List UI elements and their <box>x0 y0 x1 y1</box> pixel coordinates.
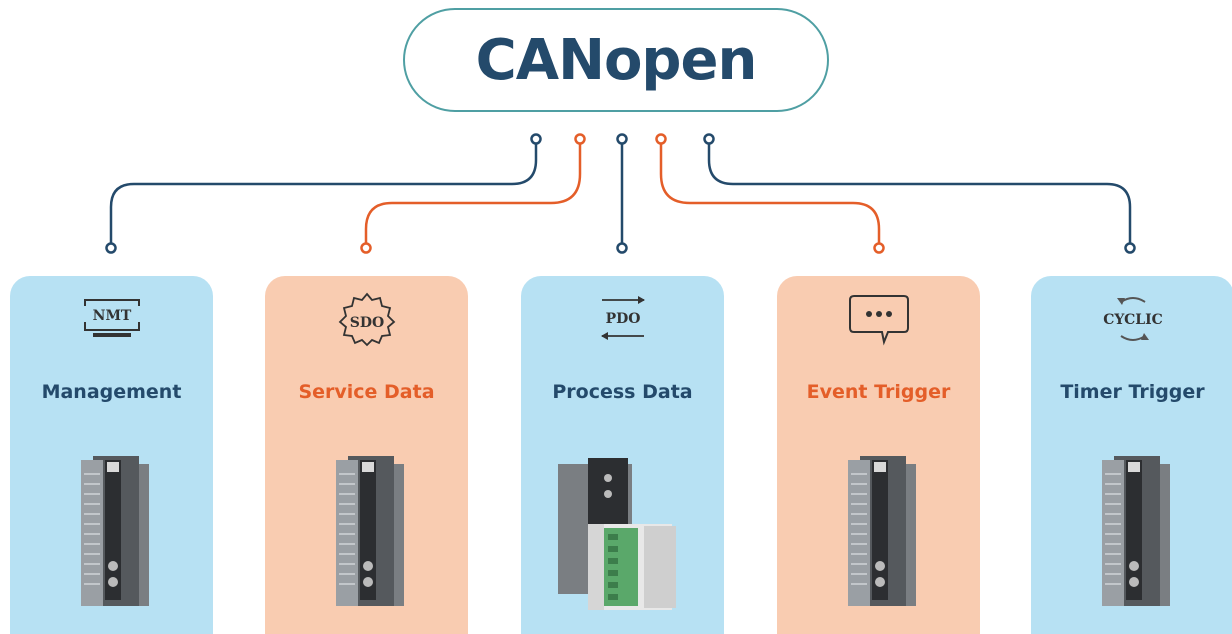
wire-event-trigger <box>659 142 881 244</box>
cyclic-icon: CYCLIC <box>1031 292 1232 348</box>
io-module-device-with-terminal <box>521 454 724 610</box>
svg-text:SDO: SDO <box>349 315 383 331</box>
io-module-device <box>265 454 468 610</box>
wire-service-data <box>364 142 582 244</box>
card-event-trigger: Event Trigger <box>777 276 980 634</box>
card-label: Timer Trigger <box>1060 381 1205 403</box>
nmt-monitor-icon: NMT <box>10 292 213 348</box>
card-label: Management <box>41 381 182 403</box>
svg-text:CYCLIC: CYCLIC <box>1103 312 1163 328</box>
canopen-title: CANopen <box>475 27 758 93</box>
io-module-device <box>10 454 213 610</box>
io-module-device <box>777 454 980 610</box>
chat-bubble-icon <box>777 292 980 348</box>
io-module-device <box>1031 454 1232 610</box>
wire-management <box>109 142 538 244</box>
card-label: Service Data <box>298 381 435 403</box>
card-management: NMT Management <box>10 276 213 634</box>
card-service-data: SDO Service Data <box>265 276 468 634</box>
svg-text:NMT: NMT <box>92 308 131 324</box>
card-label: Process Data <box>552 381 693 403</box>
card-label: Event Trigger <box>806 381 951 403</box>
sdo-gear-icon: SDO <box>265 292 468 348</box>
card-timer-trigger: CYCLIC Timer Trigger <box>1031 276 1232 634</box>
canopen-title-pill: CANopen <box>403 8 829 112</box>
wire-timer-trigger <box>707 142 1132 244</box>
card-process-data: PDO Process Data <box>521 276 724 634</box>
pdo-arrows-icon: PDO <box>521 292 724 348</box>
svg-text:PDO: PDO <box>605 311 640 327</box>
